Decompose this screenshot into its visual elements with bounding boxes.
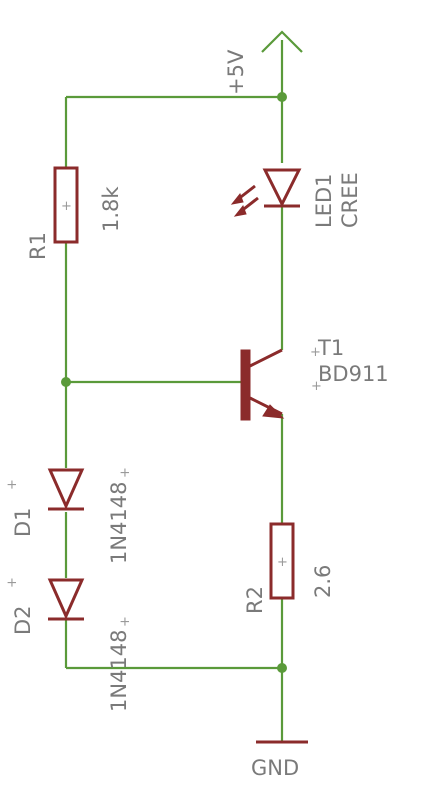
t1-value-mark: +: [311, 379, 322, 394]
d2-triangle: [47, 578, 85, 620]
diode-d2: D2 + 1N4148 +: [5, 577, 133, 712]
ground-symbol: GND: [251, 740, 308, 780]
supply-arrow: [261, 30, 303, 53]
supply-symbol: +5V: [224, 30, 303, 95]
junctions: [61, 92, 287, 673]
t1-collector: [249, 348, 283, 368]
d2-name: D2: [11, 605, 35, 635]
d1-value: 1N4148: [107, 481, 131, 564]
led1-emission-2-head: [233, 205, 247, 217]
wires: [64, 40, 284, 742]
d1-name-mark: +: [5, 479, 20, 490]
t1-origin-mark: +: [310, 345, 321, 360]
d1-triangle: [47, 468, 85, 510]
led1-name: LED1: [312, 174, 336, 229]
led1-value: CREE: [338, 172, 362, 228]
t1-base-bar: [240, 349, 251, 421]
led-led1: LED1 CREE: [230, 168, 362, 229]
r2-body: [269, 522, 295, 600]
t1-value: BD911: [318, 362, 389, 386]
d2-name-mark: +: [5, 577, 20, 588]
junction-top-right: [277, 92, 287, 102]
d1-name: D1: [11, 507, 35, 537]
t1-emitter-arrow: [262, 404, 285, 419]
r1-value: 1.8k: [99, 186, 123, 232]
r1-body: [53, 166, 79, 244]
d2-value-mark: +: [118, 616, 133, 627]
led1-emission-1-head: [230, 193, 244, 205]
junction-base: [61, 377, 71, 387]
junction-bottom-right: [277, 663, 287, 673]
resistor-r2: + R2 2.6: [243, 522, 335, 614]
ground-label: GND: [251, 756, 299, 780]
r2-value: 2.6: [311, 565, 335, 598]
r1-name: R1: [26, 232, 50, 260]
d2-value: 1N4148: [107, 629, 131, 712]
r1-mark: +: [61, 199, 72, 214]
diode-d1: D1 + 1N4148 +: [5, 467, 133, 564]
r2-name: R2: [243, 586, 267, 614]
led1-triangle: [262, 168, 302, 208]
d1-value-mark: +: [118, 467, 133, 478]
resistor-r1: + R1 1.8k: [26, 166, 123, 260]
transistor-t1: + T1 + BD911: [240, 336, 389, 421]
r2-mark: +: [277, 555, 288, 570]
supply-label: +5V: [224, 49, 248, 95]
t1-name: T1: [317, 336, 344, 360]
